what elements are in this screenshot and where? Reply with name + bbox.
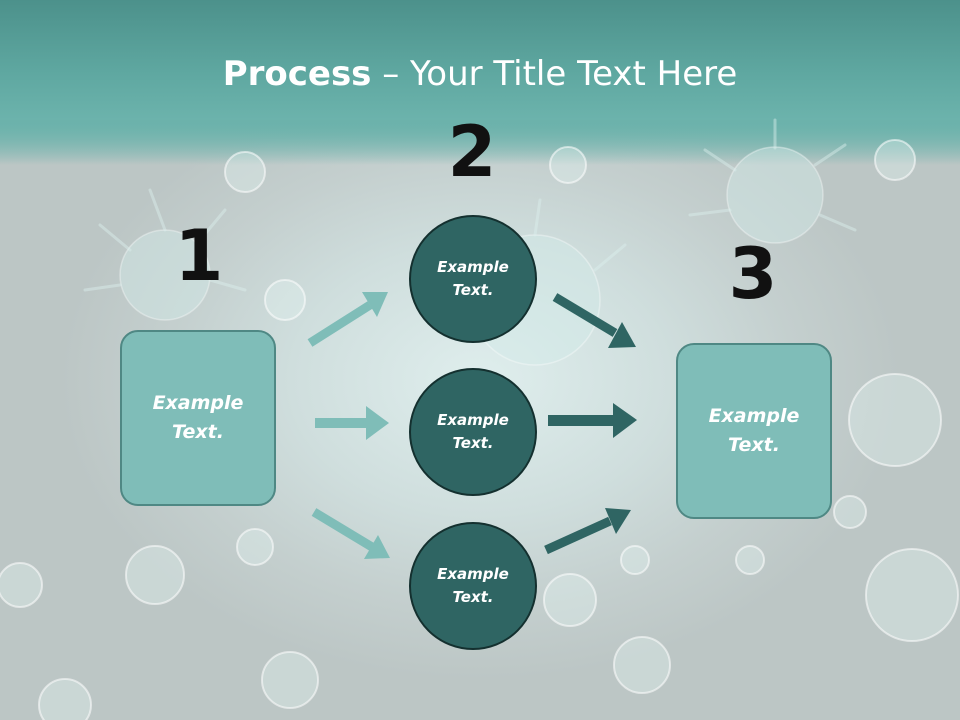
circle-top-text-line1: Example xyxy=(437,258,509,276)
circle-middle-text-line2: Text. xyxy=(452,434,494,452)
step-1-text-line1: Example xyxy=(152,392,244,414)
arrow-1-to-bottom-icon xyxy=(311,508,390,559)
arrow-bottom-to-3-icon xyxy=(544,508,631,555)
step-number-1: 1 xyxy=(174,215,224,297)
arrow-1-to-top-icon xyxy=(307,292,388,347)
step-2-circle-bottom[interactable]: Example Text. xyxy=(409,522,537,650)
step-2-circle-top[interactable]: Example Text. xyxy=(409,215,537,343)
step-number-3: 3 xyxy=(728,233,778,315)
step-number-2: 2 xyxy=(447,111,497,193)
step-3-text-line1: Example xyxy=(708,405,800,427)
step-3-text-line2: Text. xyxy=(728,434,780,456)
arrow-middle-to-3-icon xyxy=(548,403,637,438)
circle-bottom-text-line2: Text. xyxy=(452,588,494,606)
circle-bottom-text-line1: Example xyxy=(437,565,509,583)
arrow-top-to-3-icon xyxy=(552,293,636,348)
step-1-box[interactable]: Example Text. xyxy=(120,330,276,506)
step-1-text-line2: Text. xyxy=(172,421,224,443)
step-2-circle-middle[interactable]: Example Text. xyxy=(409,368,537,496)
header-band xyxy=(0,0,960,165)
title-bold-part: Process xyxy=(222,54,372,94)
circle-middle-text-line1: Example xyxy=(437,411,509,429)
step-3-box[interactable]: Example Text. xyxy=(676,343,832,519)
title-regular-part: – Your Title Text Here xyxy=(371,54,738,94)
arrow-1-to-middle-icon xyxy=(315,406,389,440)
slide-title: Process – Your Title Text Here xyxy=(0,50,960,98)
circle-top-text-line2: Text. xyxy=(452,281,494,299)
